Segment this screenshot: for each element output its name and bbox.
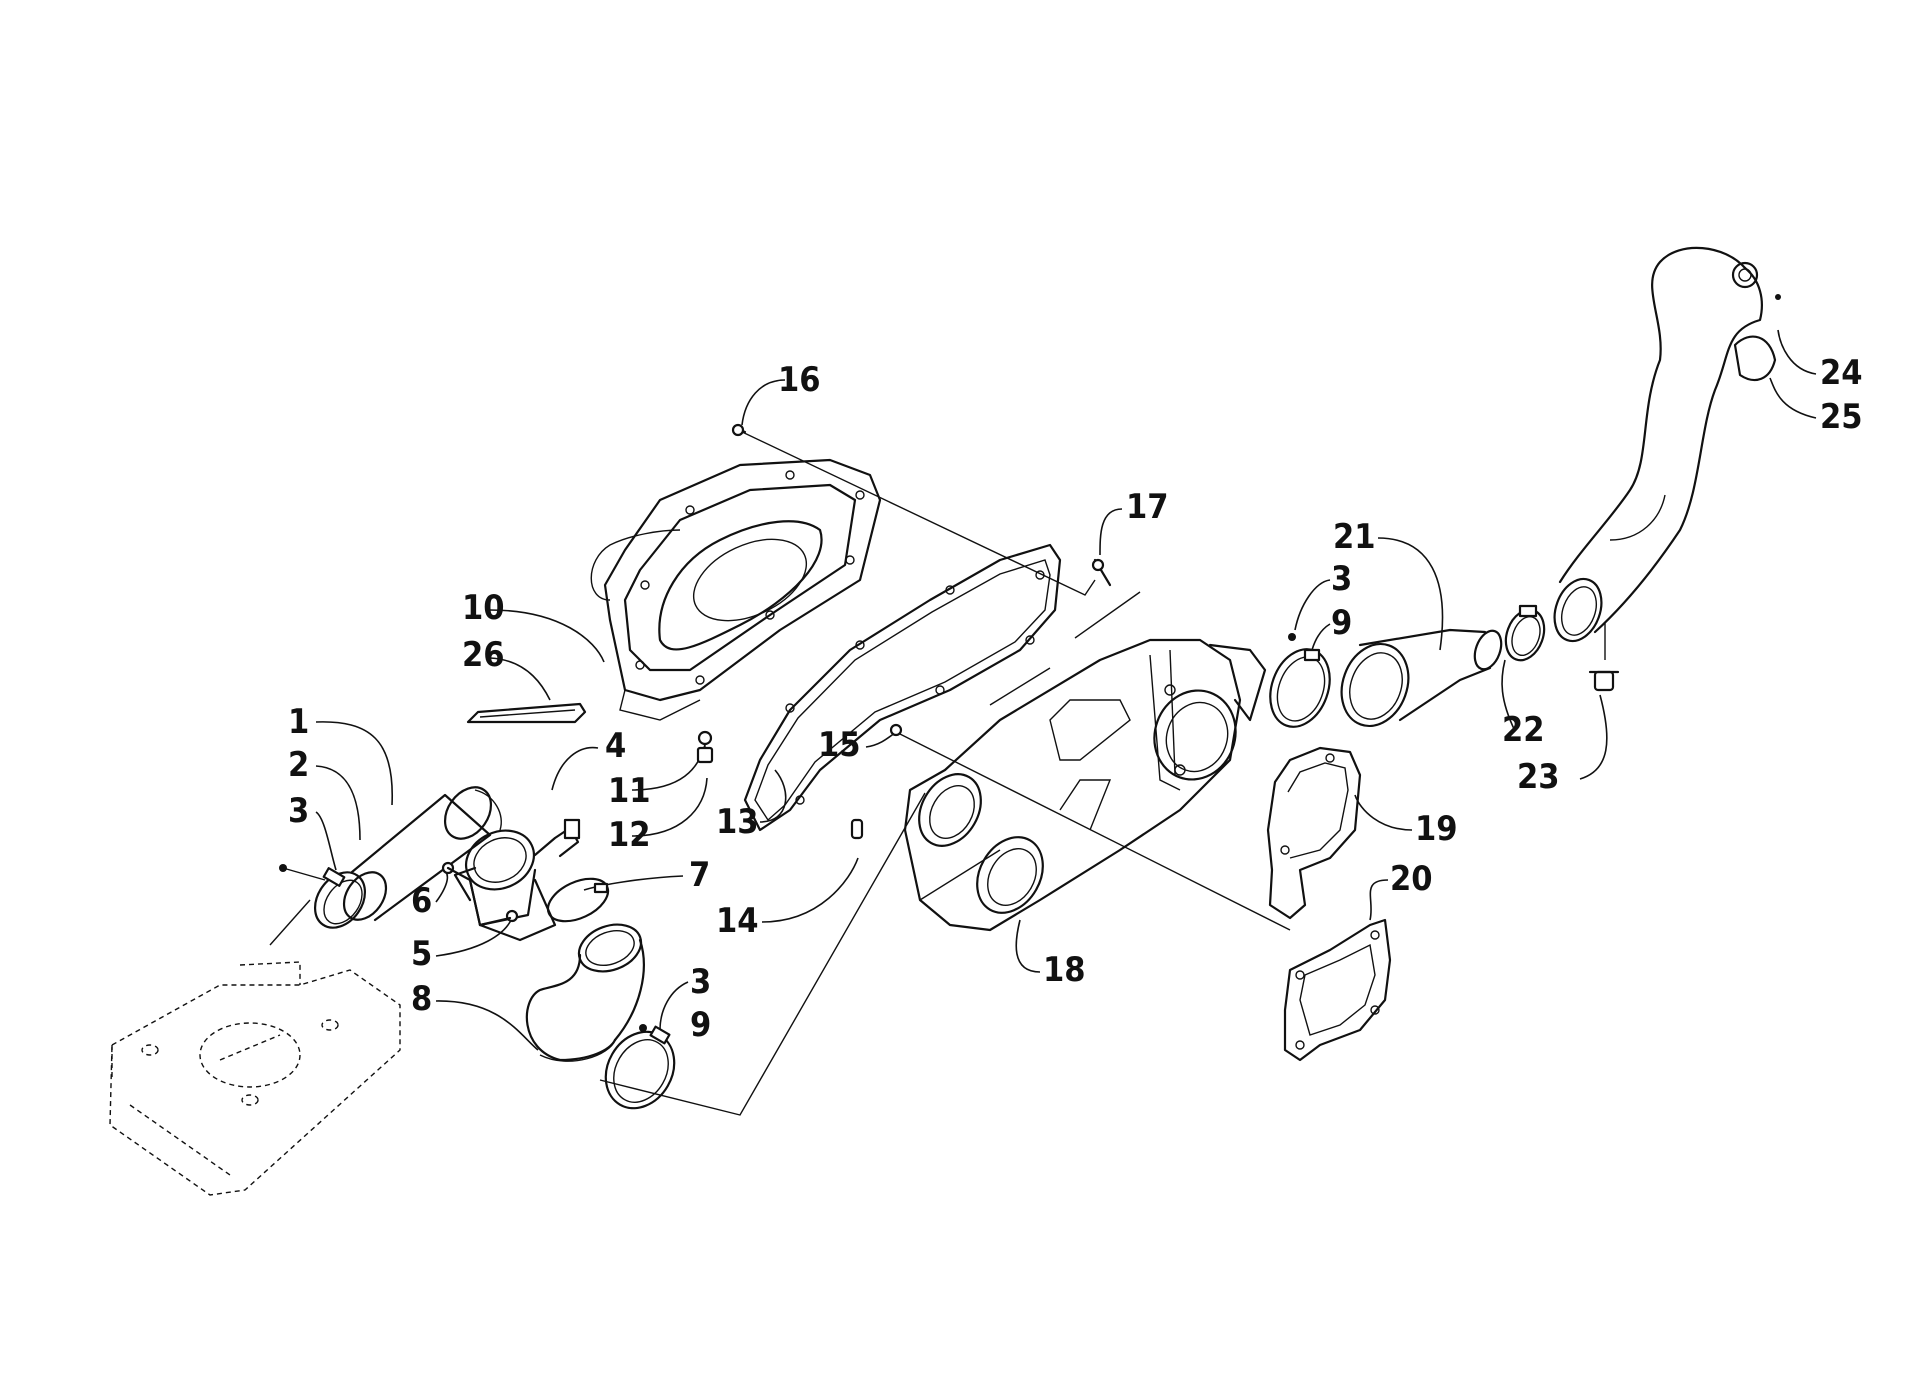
throttle-sensor: [453, 818, 581, 942]
callout-7: 7: [689, 855, 710, 895]
screws-5-6: [441, 861, 519, 927]
callout-4: 4: [605, 726, 626, 766]
hose-clamp-right: [1269, 633, 1331, 728]
hose-clamp-lower: [604, 1024, 676, 1110]
callout-11: 11: [608, 771, 651, 811]
callout-23: 23: [1517, 757, 1560, 797]
callout-14: 14: [716, 901, 759, 941]
callout-labels: 1 2 3 4 5 6 7 8 3 9 10 11 12 13 14 15 16…: [288, 353, 1863, 1045]
inner-cvt-housing: [903, 638, 1267, 932]
outlet-duct: [1340, 628, 1503, 728]
callout-13: 13: [716, 802, 759, 842]
callout-26: 26: [462, 635, 505, 675]
hose-clamp-22: [1504, 604, 1546, 662]
callout-17: 17: [1126, 487, 1169, 527]
callout-16: 16: [778, 360, 821, 400]
callout-15: 15: [818, 725, 861, 765]
screws-15-16-17: [731, 423, 1112, 737]
dowel-pin: [850, 818, 864, 840]
callout-8: 8: [411, 979, 432, 1019]
hose-clamp-small: [546, 877, 610, 923]
callout-20: 20: [1390, 859, 1433, 899]
callout-21: 21: [1333, 517, 1376, 557]
callout-5: 5: [411, 934, 432, 974]
airbox-assembly: [109, 961, 401, 1196]
callout-9: 9: [1331, 603, 1352, 643]
strap-bracket: [466, 702, 587, 724]
cover-gasket: [743, 543, 1062, 832]
callout-19: 19: [1415, 809, 1458, 849]
callout-3: 3: [288, 791, 309, 831]
callout-3: 3: [690, 962, 711, 1002]
callout-24: 24: [1820, 353, 1863, 393]
gasket-19: [1266, 746, 1362, 920]
gasket-20: [1283, 918, 1392, 1062]
callout-10: 10: [462, 588, 505, 628]
outer-cvt-cover: [590, 458, 882, 721]
callout-1: 1: [288, 702, 309, 742]
callout-3: 3: [1331, 559, 1352, 599]
exhaust-duct: [1553, 246, 1781, 692]
bolt-11-12: [696, 730, 714, 764]
callout-18: 18: [1043, 950, 1086, 990]
callout-2: 2: [288, 745, 309, 785]
hose-clamp-left: [279, 864, 367, 929]
alignment-lines: [269, 429, 1606, 1116]
callout-25: 25: [1820, 397, 1863, 437]
callout-9: 9: [690, 1005, 711, 1045]
leader-lines: [315, 329, 1817, 1051]
callout-6: 6: [411, 881, 432, 921]
elbow-duct: [525, 923, 645, 1062]
